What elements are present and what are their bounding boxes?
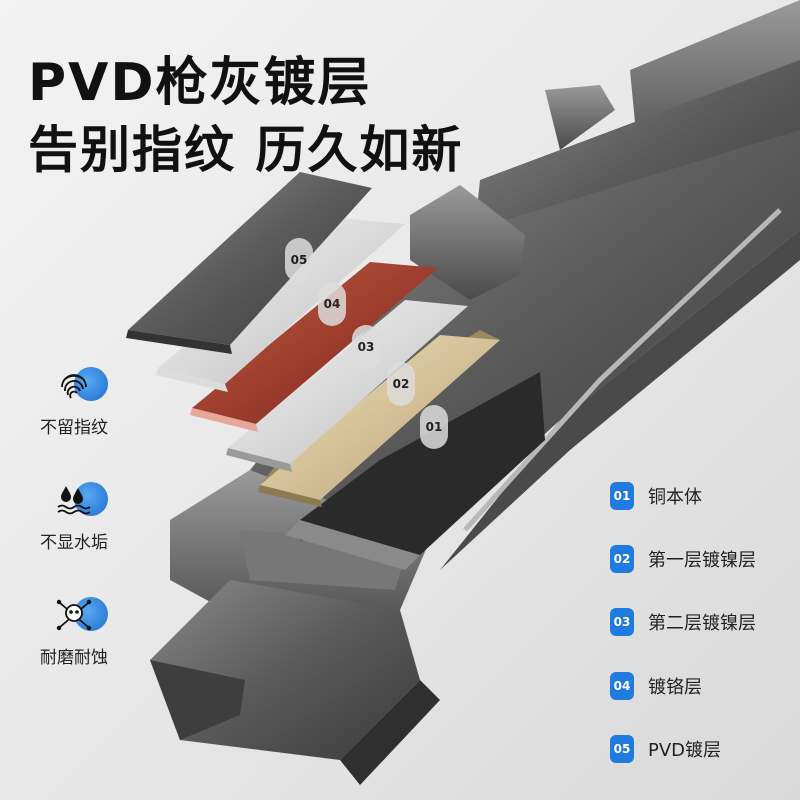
legend-item-05: 05 PVD镀层 (610, 733, 800, 765)
layer-badge-01: 01 (420, 405, 448, 449)
legend-number: 01 (610, 482, 634, 510)
layer-badge-04: 04 (318, 282, 346, 326)
skull-crossbones-icon (56, 599, 92, 631)
legend-item-02: 02 第一层镀镍层 (610, 543, 800, 575)
feature-no-limescale: 不显水垢 (30, 480, 150, 553)
feature-label: 不留指纹 (40, 418, 108, 438)
legend-label: 第二层镀镍层 (648, 613, 756, 634)
layer-01-copper-body (258, 330, 500, 507)
legend-item-01: 01 铜本体 (610, 480, 800, 512)
layer-badge-03: 03 (352, 325, 380, 369)
layer-05-pvd (126, 172, 372, 354)
headline-line-2: 告别指纹 历久如新 (28, 121, 464, 179)
layer-03-nickel-2 (190, 262, 438, 432)
legend-label: 镀铬层 (648, 677, 702, 698)
layer-02-nickel-1 (226, 300, 468, 472)
feature-label: 耐磨耐蚀 (40, 648, 108, 668)
fingerprint-icon (61, 374, 87, 399)
layer-badge-05: 05 (285, 238, 313, 282)
legend-number: 02 (610, 545, 634, 573)
layer-badge-02: 02 (387, 362, 415, 406)
feature-no-fingerprint: 不留指纹 (30, 365, 150, 438)
headline-line-1: PVD枪灰镀层 (28, 53, 372, 113)
legend-item-03: 03 第二层镀镍层 (610, 606, 800, 638)
legend-item-04: 04 镀铬层 (610, 670, 800, 702)
legend-label: 第一层镀镍层 (648, 550, 756, 571)
legend-number: 03 (610, 608, 634, 636)
feature-label: 不显水垢 (40, 533, 108, 553)
feature-wear-corrosion-resistant: 耐磨耐蚀 (30, 595, 150, 668)
water-drop-icon (57, 486, 91, 515)
legend-number: 05 (610, 735, 634, 763)
legend-number: 04 (610, 672, 634, 700)
legend-label: PVD镀层 (648, 740, 722, 761)
legend-label: 铜本体 (648, 487, 702, 508)
